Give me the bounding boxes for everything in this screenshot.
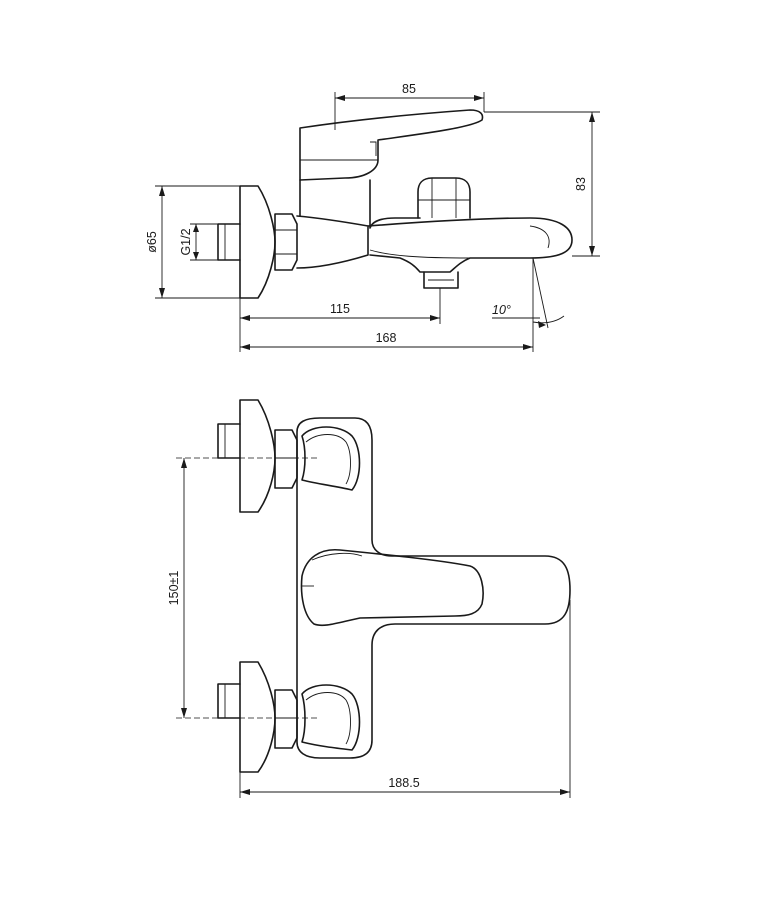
dim-168-label: 168 [376, 331, 397, 345]
dim-65-label: ø65 [145, 231, 159, 253]
dim-115-label: 115 [330, 302, 350, 316]
top-upper-nut [274, 429, 298, 489]
top-lever-handle [300, 549, 484, 627]
side-view [217, 109, 573, 299]
side-inlet-pipe [217, 223, 241, 261]
side-dimensions: 85 83 ø65 G1/2 115 168 [145, 82, 600, 352]
side-diverter-knob [417, 177, 471, 219]
dim-83-label: 83 [574, 177, 588, 191]
top-upper-inlet [217, 423, 241, 459]
dim-150-label: 150±1 [167, 571, 181, 606]
side-body-joint [296, 215, 369, 269]
top-body [296, 417, 571, 759]
side-lever-handle [299, 109, 484, 181]
dim-angle-label: 10° [492, 303, 511, 317]
dim-g12-label: G1/2 [179, 228, 193, 255]
dim-85-label: 85 [402, 82, 416, 96]
side-aerator [423, 271, 459, 289]
top-lower-crescent [301, 684, 361, 751]
top-upper-escutcheon [239, 399, 276, 513]
side-hex-nut [274, 213, 298, 271]
top-lower-inlet [217, 683, 241, 719]
top-lower-nut [274, 689, 298, 749]
dim-188-label: 188.5 [388, 776, 419, 790]
top-lower-escutcheon [239, 661, 276, 773]
side-spout [367, 217, 573, 273]
top-dimensions: 150±1 188.5 [167, 457, 571, 798]
top-upper-crescent [301, 426, 361, 491]
side-escutcheon [239, 185, 276, 299]
side-body [299, 179, 421, 229]
top-view [217, 399, 571, 773]
